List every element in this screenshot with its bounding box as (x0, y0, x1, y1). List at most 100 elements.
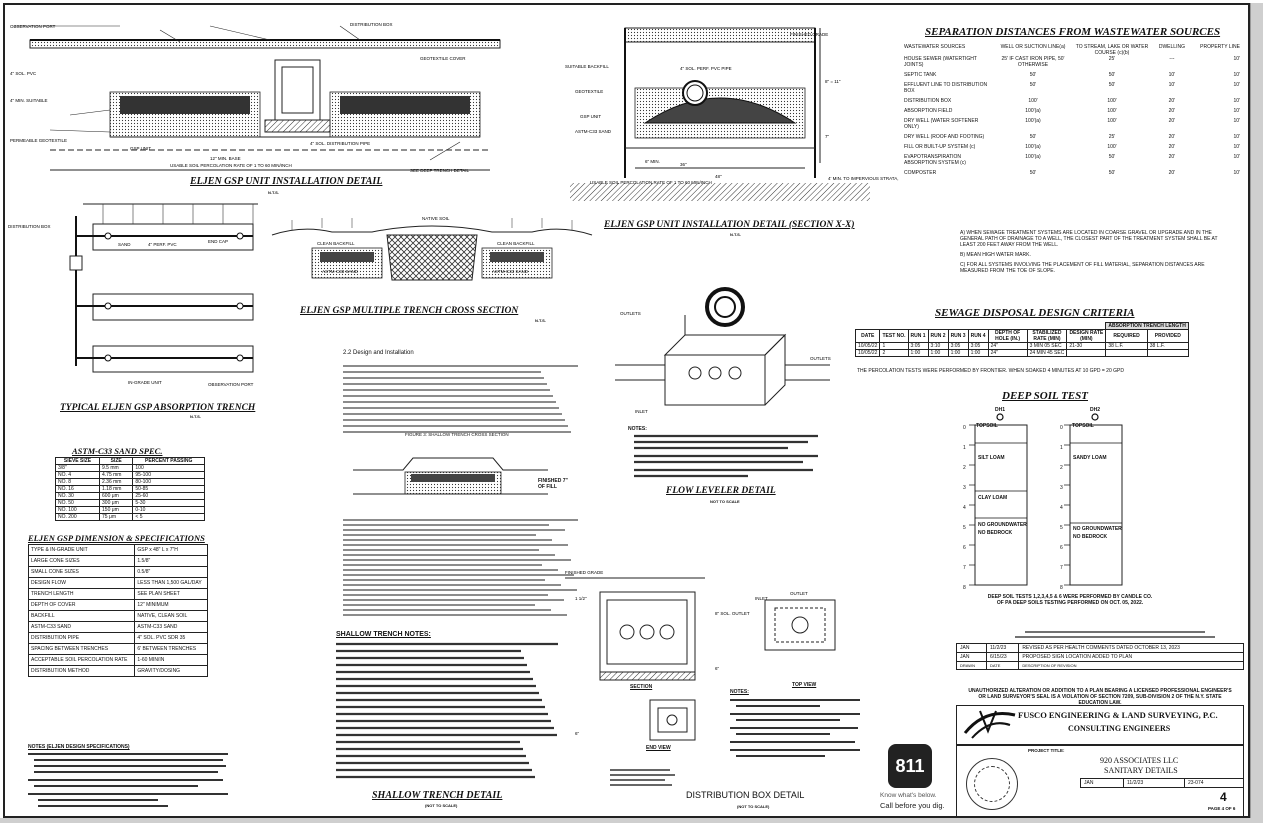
sewage-header: STABILIZED RATE (MIN) (1026, 329, 1068, 343)
separation-cell: 20' (1168, 144, 1176, 150)
sewage-cell (1105, 349, 1148, 357)
separation-cell: 25' IF CAST IRON PIPE, 50' OTHERWISE (1001, 56, 1065, 68)
astm-cell: 150 μm (99, 506, 134, 514)
depth-label: 2 (1060, 465, 1063, 471)
dbox-notes-text (730, 699, 860, 757)
sewage-cell: 3 MIN 05 SEC (1026, 342, 1068, 350)
svg-text:4" PERF. PVC: 4" PERF. PVC (148, 242, 177, 247)
shallow-detail-scale: (NOT TO SCALE) (425, 803, 458, 808)
astm-cell: 0-10 (132, 506, 205, 514)
depth-label: 7 (963, 565, 966, 571)
gsp-dimension-cell: 6' BETWEEN TRENCHES (134, 643, 208, 655)
gsp-dimension-cell: LESS THAN 1,500 GAL/DAY (134, 577, 208, 589)
astm-cell: NO. 30 (54, 492, 101, 500)
sewage-cell: 1:00 (907, 349, 929, 357)
depth-label: 4 (1060, 505, 1063, 511)
separation-cell: DRY WELL (WATER SOFTENER ONLY) (904, 118, 979, 130)
separation-cell: 50' (1029, 82, 1037, 88)
gsp-dimension-cell: DISTRIBUTION PIPE (27, 632, 136, 644)
soil-layer: TOPSOIL (1072, 423, 1094, 429)
svg-text:6" MIN.: 6" MIN. (645, 159, 660, 164)
astm-cell: NO. 4 (54, 471, 101, 479)
sheet-title: SANITARY DETAILS (1104, 766, 1178, 775)
sewage-cell: 24 MIN 45 SEC (1026, 349, 1068, 357)
revision-header: DRAWN (956, 661, 987, 670)
astm-cell: NO. 8 (54, 478, 101, 486)
soil-layer: SANDY LOAM (1073, 455, 1107, 461)
scrollbar-vertical[interactable] (1250, 3, 1263, 818)
gsp-dimension-cell: LARGE CONE SIZES (27, 555, 136, 567)
separation-cell: 10' (1233, 144, 1240, 150)
separation-cell: 100' (1107, 108, 1117, 114)
gsp-dimension-cell: TRENCH LENGTH (27, 588, 136, 600)
soil-layer: TOPSOIL (976, 423, 998, 429)
separation-cell: 25' (1108, 56, 1116, 62)
separation-cell: 10' (1168, 72, 1176, 78)
flow-leveler-notes: NOTES: (628, 426, 823, 482)
separation-row: DRY WELL (ROOF AND FOOTING)50'25'20'10' (902, 134, 1242, 144)
separation-header-row: WASTEWATER SOURCES WELL OR SUCTION LINE(… (902, 44, 1242, 56)
astm-header: SIZE (99, 457, 134, 465)
separation-cell: 50' (1029, 72, 1037, 78)
scrollbar-horizontal[interactable] (0, 818, 1263, 823)
sewage-cell: 3:05 (967, 342, 989, 350)
flow-leveler-drawing: OUTLETS INLET OUTLETS (615, 287, 831, 414)
gsp-install-scale: N.T.S. (268, 190, 279, 195)
sewage-cell: 3:05 (947, 342, 969, 350)
gsp-dimension-cell: 12" MINIMUM (134, 599, 208, 611)
gsp-dimension-cell: 1-60 MIN/IN (134, 654, 208, 666)
separation-notes: A) WHEN SEWAGE TREATMENT SYSTEMS ARE LOC… (960, 230, 1230, 274)
separation-cell: HOUSE SEWER (WATERTIGHT JOINTS) (904, 56, 977, 68)
depth-label: 3 (1060, 485, 1063, 491)
separation-cell: 100'(a) (1025, 154, 1041, 160)
svg-text:CLEAN BACKFILL: CLEAN BACKFILL (317, 241, 355, 246)
svg-text:4" MIN. SUITABLE: 4" MIN. SUITABLE (10, 98, 48, 103)
absorption-trench-title: TYPICAL ELJEN GSP ABSORPTION TRENCH (60, 403, 256, 413)
sewage-cell: 21-30 (1066, 342, 1107, 350)
sheet-info-row: JAN 11/2/23 23-074 (1079, 778, 1245, 788)
separation-cell: 50' (1108, 82, 1116, 88)
sewage-cell: 24" (987, 349, 1028, 357)
dbox-topview-label: TOP VIEW (792, 682, 817, 688)
separation-cell: 10' (1168, 82, 1176, 88)
separation-cell: 10' (1233, 82, 1240, 88)
gsp-dimension-cell: ASTM-C33 SAND (27, 621, 136, 633)
gsp-dimension-notes-title: NOTES (ELJEN DESIGN SPECIFICATIONS) (28, 744, 130, 750)
dbox-title: DISTRIBUTION BOX DETAIL (686, 790, 805, 800)
depth-label: 4 (963, 505, 966, 511)
separation-cell: 20' (1168, 118, 1176, 124)
gsp-dimension-cell: ACCEPTABLE SOIL PERCOLATION RATE (27, 654, 136, 666)
sewage-cell: 1:00 (947, 349, 969, 357)
astm-title: ASTM-C33 SAND SPEC. (72, 446, 163, 456)
svg-text:OBSERVATION PORT: OBSERVATION PORT (208, 382, 254, 387)
separation-cell: 100' (1107, 144, 1117, 150)
firm-logo-icon (963, 710, 1016, 739)
svg-text:IN-GRADE UNIT: IN-GRADE UNIT (128, 380, 162, 385)
sheet-page-number: 4 (1220, 790, 1227, 804)
dbox-drawing: FINISHED GRADE 1 1/2" 8" SOL. OUTLET OUT… (565, 570, 836, 741)
revision-cell: REVISED AS PER HEALTH COMMENTS DATED OCT… (1018, 643, 1244, 653)
separation-cell: 10' (1233, 118, 1240, 124)
svg-text:USABLE SOIL PERCOLATION RATE O: USABLE SOIL PERCOLATION RATE OF 1 TO 60 … (590, 180, 712, 185)
svg-text:GSP UNIT: GSP UNIT (580, 114, 601, 119)
separation-header: WELL OR SUCTION LINE(a) (1000, 44, 1066, 50)
gsp-dimension-cell: DEPTH OF COVER (27, 599, 136, 611)
separation-cell: 50' (1029, 170, 1037, 176)
gsp-dimension-cell: BACKFILL (27, 610, 136, 622)
separation-cell: 100' (1107, 98, 1117, 104)
astm-cell: 80-100 (132, 478, 205, 486)
flow-notes-title: NOTES: (628, 426, 647, 432)
sewage-cell: 1 (879, 342, 909, 350)
separation-cell: 20' (1168, 134, 1176, 140)
deep-soil-note: DEEP SOIL TESTS 1,2,3,4,5 & 6 WERE PERFO… (987, 594, 1153, 606)
astm-cell: NO. 16 (54, 485, 101, 493)
